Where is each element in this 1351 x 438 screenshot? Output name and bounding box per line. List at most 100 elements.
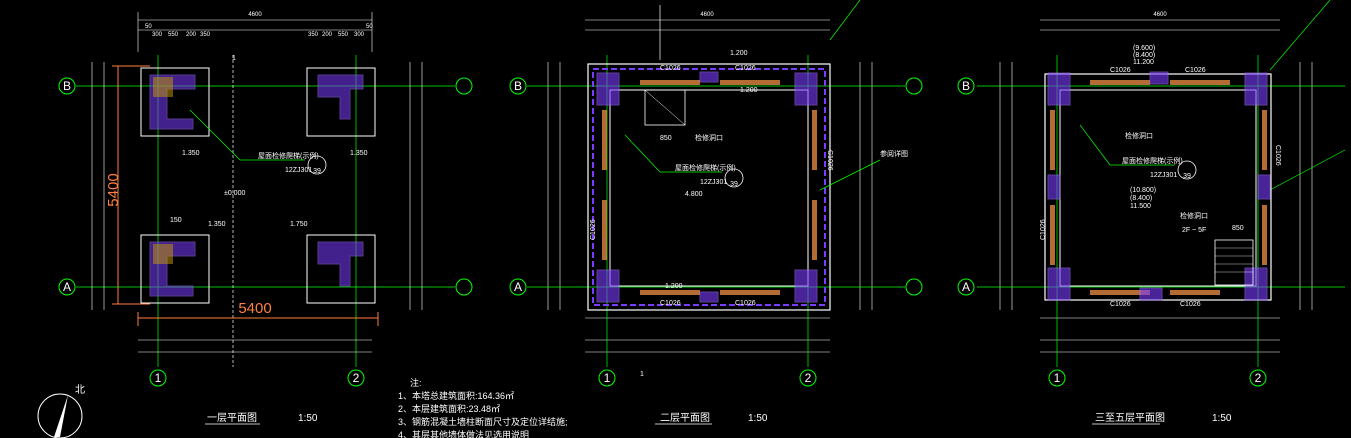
- callout-ref-3: 12ZJ301: [1150, 172, 1177, 179]
- column-core-bl: [153, 244, 173, 264]
- level-mark-3-5: (8.400): [1130, 195, 1152, 202]
- north-arrow-icon: [37, 393, 83, 438]
- svg-text:50: 50: [366, 24, 373, 30]
- floor-hatch-2: [644, 89, 686, 126]
- notes-item-4: 4、其层其他墙体做法见选用说明: [398, 429, 529, 438]
- column-block-bl: [140, 234, 210, 304]
- level-mark-3-2: (8.400): [1133, 52, 1155, 59]
- plan-scale-2: 1:50: [748, 413, 768, 424]
- column-block-br: [306, 234, 376, 304]
- grid-bubble-B-right: [455, 77, 473, 95]
- elevation-3: 1.350: [208, 221, 226, 228]
- grid-label-2-2: 2: [805, 371, 812, 385]
- grid-label-2: 2: [353, 371, 360, 385]
- grid-label-B-3: B: [962, 79, 970, 93]
- inner-wall-2: [609, 89, 809, 287]
- grid-label-A: A: [63, 280, 71, 294]
- overall-dim-top-3: 4600: [1153, 12, 1167, 18]
- window-bands-2: [602, 80, 817, 295]
- top-segment-labels: 50 300 550 200 350 350 200 550 300 50: [145, 24, 373, 38]
- general-notes: 注: 1、本塔总建筑面积:164.36㎡ 2、本层建筑面积:23.48㎡ 3、钢…: [398, 377, 568, 438]
- svg-text:200: 200: [322, 32, 333, 38]
- grid-bubble-A-3: [957, 278, 975, 296]
- level-mark-3-4: (10.800): [1130, 187, 1156, 194]
- elevation-2-3: 1.200: [665, 283, 683, 290]
- stair-opening-3: [1214, 239, 1254, 286]
- grid-label-2-3: 2: [1255, 371, 1262, 385]
- window-label-3-3: C1026: [1110, 301, 1131, 308]
- label-850-2: 850: [660, 135, 672, 142]
- callout-text-2: 屋面检修爬梯(示例): [675, 163, 736, 172]
- label-850-3: 850: [1232, 225, 1244, 232]
- window-label-1: C1026: [660, 65, 681, 72]
- top-dimensions: [137, 12, 373, 52]
- plan-title-1: 一层平面图: [207, 412, 257, 424]
- callout-ref: 12ZJ301: [285, 167, 312, 174]
- window-label-5: C1026: [590, 219, 597, 240]
- grid-bubble-1-3: [1048, 369, 1066, 387]
- plan-title-2: 二层平面图: [660, 412, 710, 424]
- grid-bubble-1-2: [598, 369, 616, 387]
- grid-bubble-A: [58, 278, 76, 296]
- svg-text:200: 200: [186, 32, 197, 38]
- grid-bubble-A-right: [455, 278, 473, 296]
- floor-range-label-3: 2F ~ 5F: [1182, 227, 1206, 234]
- window-label-3-6: C1026: [1274, 145, 1281, 166]
- column-core-tl: [153, 77, 173, 97]
- grid-bubble-2-2: [799, 369, 817, 387]
- callout-id-2: 39: [730, 181, 738, 188]
- plan-second-floor: 4600 B A 1 2: [509, 0, 923, 425]
- elevation-2-2: 1.200: [740, 87, 758, 94]
- grid-bubble-B: [58, 77, 76, 95]
- label-150: 150: [170, 217, 182, 224]
- plan-scale-1: 1:50: [298, 413, 318, 424]
- window-label-6: C1026: [826, 150, 833, 171]
- svg-text:300: 300: [354, 32, 365, 38]
- callout-text: 屋面检修爬梯(示例): [258, 151, 319, 160]
- svg-text:550: 550: [168, 32, 179, 38]
- window-label-2: C1026: [735, 65, 756, 72]
- north-arrow-pointer: [54, 395, 68, 437]
- grid-bubble-A-2: [509, 278, 527, 296]
- svg-text:550: 550: [338, 32, 349, 38]
- window-label-3-2: C1026: [1185, 67, 1206, 74]
- floor-hole-label-2: 检修洞口: [695, 133, 723, 142]
- window-label-3-5: C1026: [1040, 219, 1047, 240]
- corner-columns-2: [596, 71, 818, 303]
- corner-columns-3: [1047, 71, 1271, 301]
- grid-label-B-2: B: [514, 79, 522, 93]
- outer-wall-2: [587, 63, 831, 311]
- elevation-4: 1.750: [290, 221, 308, 228]
- grid-bubble-B-3: [957, 77, 975, 95]
- grid-label-1-3: 1: [1054, 371, 1061, 385]
- red-dimensions: [112, 65, 379, 326]
- elevation-1: 1.350: [182, 150, 200, 157]
- elevation-zero: ±0.000: [224, 190, 245, 197]
- svg-text:350: 350: [200, 32, 211, 38]
- grid-label-A-2: A: [514, 280, 522, 294]
- overall-dim-top-2: 4600: [700, 12, 714, 18]
- window-label-3: C1026: [660, 300, 681, 307]
- section-mark-1-2: 1: [640, 371, 644, 378]
- north-arrow: [37, 393, 83, 438]
- window-label-4: C1026: [735, 300, 756, 307]
- grid-bubble-2-3: [1249, 369, 1267, 387]
- callout-detail-2: 参阅详图: [880, 149, 908, 158]
- svg-text:350: 350: [308, 32, 319, 38]
- level-mark-3-3: 11.200: [1133, 59, 1154, 66]
- column-hatch-tr: [317, 74, 364, 120]
- plan-third-to-fifth-floor: 4600 B A 1 2: [957, 0, 1346, 425]
- grid-label-B: B: [63, 79, 71, 93]
- notes-item-3: 3、钢筋混凝土墙柱断面尺寸及定位详结施;: [398, 416, 568, 427]
- elevation-2: 1.350: [350, 150, 368, 157]
- level-mark-3-1: (9.600): [1133, 45, 1155, 52]
- grid-label-A-3: A: [962, 280, 970, 294]
- grid-bubble-A-2r: [905, 278, 923, 296]
- callout-id-3: 39: [1183, 173, 1191, 180]
- column-block-tr: [306, 67, 376, 137]
- plan-scale-3: 1:50: [1212, 413, 1232, 424]
- elevation-2-1: 1.200: [730, 50, 748, 57]
- floor-hole-label-3: 检修洞口: [1125, 131, 1153, 140]
